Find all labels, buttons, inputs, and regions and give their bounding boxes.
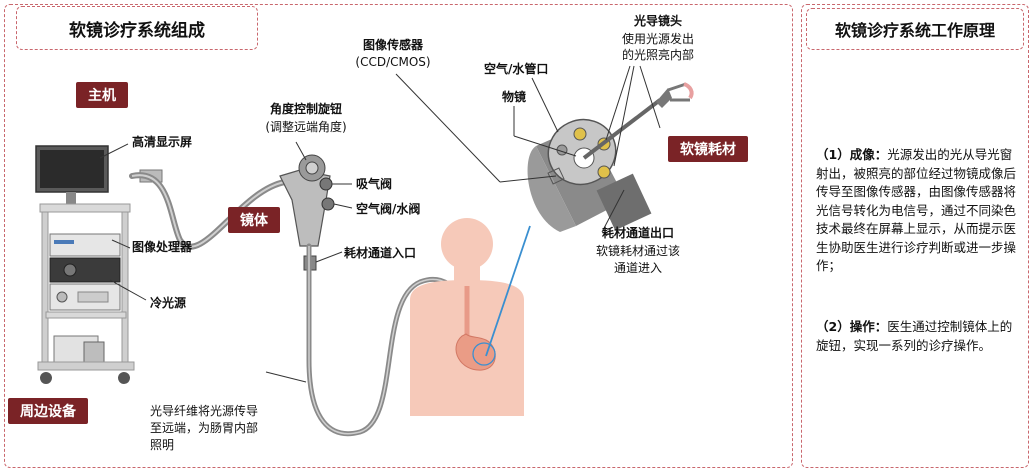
image-processor-label: 图像处理器 — [132, 240, 193, 254]
imaging-text: 光源发出的光从导光窗射出，被照亮的部位经过物镜成像后传导至图像传感器，由图像传感… — [816, 147, 1017, 273]
cold-light-source-label: 冷光源 — [150, 296, 187, 310]
hd-monitor-label: 高清显示屏 — [132, 135, 193, 149]
angle-knob-label: 角度控制旋钮 — [269, 102, 342, 116]
image-sensor-sublabel: (CCD/CMOS) — [355, 55, 431, 69]
light-guide-window-2 — [597, 165, 611, 179]
channel-outlet-label: 耗材通道出口 — [601, 226, 674, 240]
fiber-desc-line-3: 照明 — [150, 438, 175, 452]
distal-tip — [527, 82, 694, 232]
channel-outlet-desc-line-2: 通道进入 — [613, 261, 662, 275]
light-guide-desc-line-1: 使用光源发出 — [621, 32, 694, 46]
light-guide-head-label: 光导镜头 — [633, 14, 682, 28]
suction-valve — [319, 177, 333, 191]
principle-panel — [801, 4, 1029, 468]
composition-title: 软镜诊疗系统组成 — [16, 6, 258, 50]
fiber-desc-line-1: 光导纤维将光源传导 — [150, 404, 259, 418]
suction-valve-label: 吸气阀 — [356, 177, 393, 191]
imaging-paragraph: （1）成像：光源发出的光从导光窗射出，被照亮的部位经过物镜成像后传导至图像传感器… — [816, 146, 1020, 276]
operation-heading: （2）操作： — [816, 319, 888, 334]
air-water-valve-label: 空气阀/水阀 — [356, 202, 421, 216]
objective-lens-label: 物镜 — [502, 90, 527, 104]
host-tag: 主机 — [76, 82, 128, 108]
peripheral-tag: 周边设备 — [8, 398, 88, 424]
operation-text: 医生通过控制镜体上的旋钮，实现一系列的诊疗操作。 — [816, 319, 1013, 353]
consumable-tag: 软镜耗材 — [668, 136, 748, 162]
workstation-cart — [35, 145, 163, 384]
tool-wire — [485, 225, 531, 357]
operation-paragraph: （2）操作：医生通过控制镜体上的旋钮，实现一系列的诊疗操作。 — [816, 318, 1020, 355]
air-water-nozzle — [573, 127, 587, 141]
principle-title: 软镜诊疗系统工作原理 — [806, 8, 1024, 50]
channel-outlet-desc-line-1: 软镜耗材通过该 — [595, 244, 680, 258]
air-water-tube-label: 空气/水管口 — [484, 62, 549, 76]
scope-tag: 镜体 — [228, 207, 280, 233]
forceps-tool — [582, 98, 662, 160]
patient-silhouette — [410, 218, 524, 416]
air-water-valve — [321, 197, 335, 211]
composition-panel — [4, 4, 793, 468]
angle-knob-sublabel: (调整远端角度) — [265, 120, 347, 134]
image-sensor-label: 图像传感器 — [362, 38, 423, 52]
image-processor-unit — [49, 233, 121, 257]
light-guide-desc-line-2: 的光照亮内部 — [621, 48, 694, 62]
imaging-heading: （1）成像： — [816, 147, 888, 162]
fiber-desc-line-2: 至远端，为肠胃内部 — [150, 421, 259, 435]
channel-inlet-label: 耗材通道入口 — [344, 246, 417, 260]
